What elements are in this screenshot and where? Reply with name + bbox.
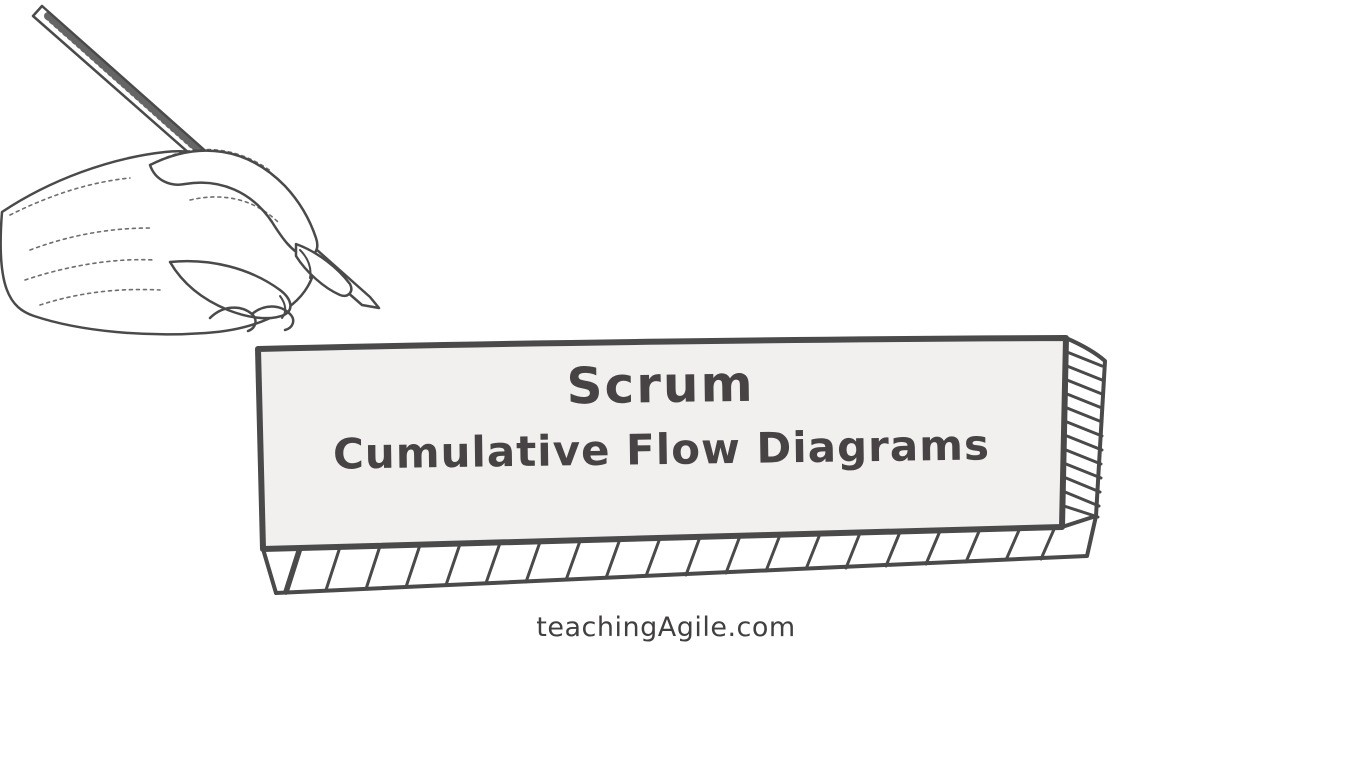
website-label: teachingAgile.com [536,612,796,643]
sign-board-icon [255,335,1107,595]
hand-holding-pen-icon [0,4,381,336]
